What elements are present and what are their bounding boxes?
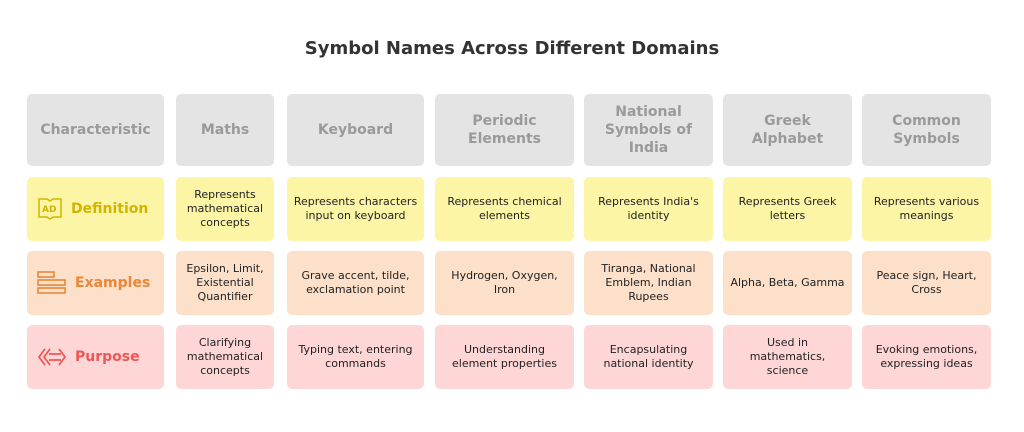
cell-text: Hydrogen, Oxygen, Iron	[451, 269, 558, 296]
header-cell: National Symbols of India	[584, 94, 713, 166]
cell-text: Characteristic	[40, 122, 151, 138]
header-cell: Periodic Elements	[435, 94, 574, 166]
page-title: Symbol Names Across Different Domains	[304, 38, 720, 59]
table-cell: Grave accent, tilde, exclamation point	[287, 251, 424, 315]
row-label-definition: AD Definition	[27, 177, 164, 241]
table-cell: Represents Greek letters	[723, 177, 852, 241]
row-label-purpose: Purpose	[27, 325, 164, 389]
table-cell: Tiranga, National Emblem, Indian Rupees	[584, 251, 713, 315]
header-cell: Characteristic	[27, 94, 164, 166]
cell-text: Typing text, entering commands	[298, 343, 413, 370]
table-cell: Represents India's identity	[584, 177, 713, 241]
table-cell: Hydrogen, Oxygen, Iron	[435, 251, 574, 315]
cell-text: Represents India's identity	[598, 195, 699, 222]
header-cell: Common Symbols	[862, 94, 991, 166]
table-cell: Understanding element properties	[435, 325, 574, 389]
table-cell: Encapsulating national identity	[584, 325, 713, 389]
cell-text: Tiranga, National Emblem, Indian Rupees	[601, 262, 696, 303]
cell-text: Definition	[71, 201, 149, 217]
table-cell: Represents mathematical concepts	[176, 177, 274, 241]
cell-text: Alpha, Beta, Gamma	[730, 276, 845, 289]
cell-text: Purpose	[75, 349, 140, 365]
cell-text: Represents chemical elements	[447, 195, 562, 222]
cell-text: Periodic Elements	[468, 113, 541, 147]
table-cell: Represents characters input on keyboard	[287, 177, 424, 241]
table-cell: Peace sign, Heart, Cross	[862, 251, 991, 315]
table-cell: Represents chemical elements	[435, 177, 574, 241]
cell-text: Evoking emotions, expressing ideas	[875, 343, 978, 370]
cell-text: Maths	[200, 122, 250, 138]
book-ad-icon: AD	[37, 196, 63, 222]
cell-text: Epsilon, Limit, Existential Quantifier	[186, 262, 264, 303]
header-cell: Keyboard	[287, 94, 424, 166]
cell-text: Represents characters input on keyboard	[293, 195, 418, 222]
table-cell: Clarifying mathematical concepts	[176, 325, 274, 389]
row-label-examples: Examples	[27, 251, 164, 315]
cell-text: Examples	[75, 275, 151, 291]
cell-text: Grave accent, tilde, exclamation point	[301, 269, 410, 296]
arrows-exchange-icon	[37, 346, 67, 368]
list-bars-icon	[37, 270, 67, 296]
cell-text: Understanding element properties	[452, 343, 557, 370]
cell-text: Represents mathematical concepts	[186, 188, 264, 229]
cell-text: Peace sign, Heart, Cross	[876, 269, 977, 296]
svg-text:AD: AD	[42, 205, 56, 215]
cell-text: Clarifying mathematical concepts	[186, 336, 264, 377]
cell-text: Represents various meanings	[873, 195, 980, 222]
cell-text: Represents Greek letters	[738, 195, 837, 222]
table-cell: Evoking emotions, expressing ideas	[862, 325, 991, 389]
cell-text: Keyboard	[317, 122, 394, 138]
header-cell: Greek Alphabet	[723, 94, 852, 166]
table-cell: Alpha, Beta, Gamma	[723, 251, 852, 315]
cell-text: National Symbols of India	[604, 104, 693, 156]
table-cell: Used in mathematics, science	[723, 325, 852, 389]
cell-text: Used in mathematics, science	[749, 336, 826, 377]
cell-text: Encapsulating national identity	[603, 343, 694, 370]
table-cell: Typing text, entering commands	[287, 325, 424, 389]
table-cell: Represents various meanings	[862, 177, 991, 241]
cell-text: Greek Alphabet	[751, 113, 824, 147]
table-cell: Epsilon, Limit, Existential Quantifier	[176, 251, 274, 315]
cell-text: Common Symbols	[892, 113, 961, 147]
header-cell: Maths	[176, 94, 274, 166]
